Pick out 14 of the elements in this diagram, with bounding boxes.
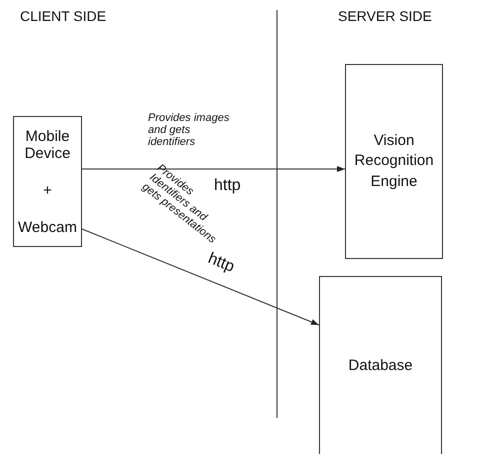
node-label: Mobile Device bbox=[24, 128, 72, 162]
node-label: Webcam bbox=[18, 218, 77, 236]
arrow bbox=[82, 228, 320, 326]
arrow bbox=[82, 166, 346, 172]
database-box bbox=[319, 276, 442, 454]
node-label: Vision Recognition Engine bbox=[353, 131, 435, 192]
device-box bbox=[13, 116, 82, 247]
protocol-label: http bbox=[205, 250, 237, 277]
section-heading: SERVER SIDE bbox=[338, 8, 432, 24]
node-label: Database bbox=[348, 357, 413, 374]
node-label: + bbox=[43, 182, 52, 198]
engine-box bbox=[345, 64, 443, 259]
protocol-label: http bbox=[214, 177, 241, 195]
section-heading: CLIENT SIDE bbox=[20, 8, 106, 24]
